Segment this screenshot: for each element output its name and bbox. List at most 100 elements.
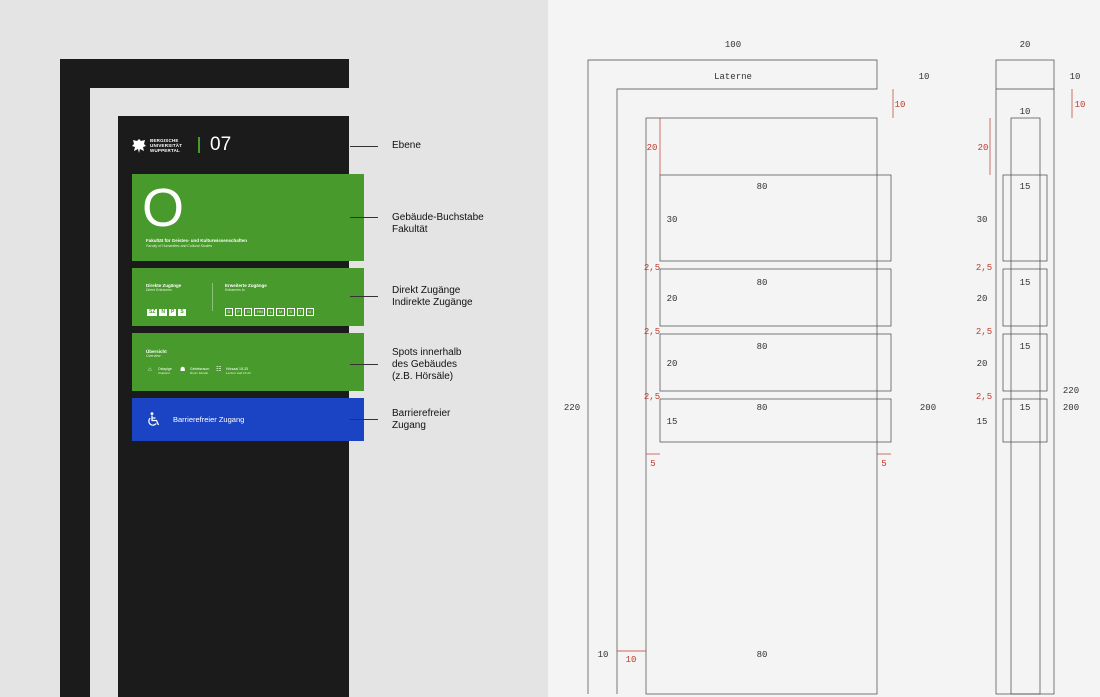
dim-side-body-height: 200 [1063,403,1079,413]
dim-top-thickness: 10 [919,72,930,82]
dim-top-gap: 10 [895,100,906,110]
dim-total-height: 220 [564,403,580,413]
leader-line [350,419,378,420]
dim-bottom-width: 80 [757,650,768,660]
dim-panel-4-height: 15 [667,417,678,427]
dim-side-panel-1-width: 15 [1020,182,1031,192]
front-panel-1 [659,174,892,262]
dim-edge-left: 5 [650,459,655,469]
overview-panel: Übersicht Overview ⌂ Ostspige Ostpiano ☗… [132,333,364,391]
extended-access-item: F [234,308,243,316]
accessible-label: Barrierefreier Zugang [173,415,245,424]
extended-access-item: G [244,308,253,316]
extended-access-item: M [276,308,285,316]
front-body-outline [645,117,878,695]
prayer-room-icon: ☗ [180,367,186,373]
overview-title: Übersicht [146,349,167,354]
dim-gap-1: 2,5 [644,263,660,273]
dim-side-top-thickness: 10 [1070,72,1081,82]
direct-access-subtitle: Direct Entrances [146,288,172,292]
side-panel-1 [1002,174,1048,262]
dim-front-width: 100 [725,40,741,50]
dim-panel-1-width: 80 [757,182,768,192]
dim-panel-1-height: 30 [667,215,678,225]
dim-panel-4-width: 80 [757,403,768,413]
extended-access-item: U [305,308,314,316]
wheelchair-icon [148,412,160,426]
dim-panel-3-height: 20 [667,359,678,369]
spot-subtitle: Room Mental [190,371,208,375]
dim-laterne: Laterne [714,72,752,82]
building-panel: O Fakultät für Geistes- und Kulturwissen… [132,174,364,261]
dim-side-panel-1-height: 30 [977,215,988,225]
overview-subtitle: Overview [146,354,161,358]
dim-side-gap-3: 2,5 [976,392,992,402]
front-lantern-outline [587,59,878,694]
extended-access-item: S [286,308,295,316]
dim-side-inner: 10 [1020,107,1031,117]
side-lantern-outline [995,59,1055,695]
spot-title: Gebetsraum [190,367,210,371]
faculty-name-en: Faculty of Humanities and Cultural Studi… [146,244,213,248]
dim-side-panel-2-width: 15 [1020,278,1031,288]
dim-side-gap-1: 2,5 [976,263,992,273]
dim-edge-right: 5 [881,459,886,469]
front-panel-2 [659,268,892,327]
dim-gap-2: 2,5 [644,327,660,337]
accessible-panel: Barrierefreier Zugang [132,398,364,441]
dim-side-top-gap: 10 [1075,100,1086,110]
side-panel-3 [1002,333,1048,392]
extended-access-item: L [267,308,275,316]
university-line-1: BERGISCHE [150,138,179,143]
side-panel-4 [1002,398,1048,443]
lecture-hall-icon: ☷ [216,367,222,373]
leader-line [350,296,378,297]
direct-access-item: P [169,309,177,316]
spot-title: Hörsaal 15-33 [226,367,248,371]
dim-panel-2-width: 80 [757,278,768,288]
access-divider [212,283,213,311]
dim-panel-2-height: 20 [667,294,678,304]
university-logo: BERGISCHE UNIVERSITÄT WUPPERTAL [132,137,202,155]
direct-access-item: SZ [147,309,158,316]
extended-access-item: HN [254,308,266,316]
dim-side-panel-4-height: 15 [977,417,988,427]
faculty-name-de: Fakultät für Geistes- und Kulturwissensc… [146,238,248,243]
extended-access-subtitle: Entrances to [225,288,245,292]
university-line-2: UNIVERSITÄT [150,143,183,148]
dim-leg-width: 10 [598,650,609,660]
front-panel-4 [659,398,892,443]
dim-panel-3-width: 80 [757,342,768,352]
dim-gap-3: 2,5 [644,392,660,402]
leader-line [350,364,378,365]
dim-top-margin: 20 [647,143,658,153]
label-ebene: Ebene [392,140,421,151]
dim-leg-red: 10 [626,655,637,665]
extended-access-item: D [225,308,233,316]
university-line-3: WUPPERTAL [150,148,180,153]
logo-divider [198,137,200,153]
extended-access-item: T [296,308,304,316]
direct-access-item: N [159,309,168,316]
leader-line [350,146,378,147]
dim-side-top-margin: 20 [978,143,989,153]
dim-side-panel-3-height: 20 [977,359,988,369]
level-number: 07 [210,134,232,155]
dim-body-height: 200 [920,403,936,413]
side-panel-2 [1002,268,1048,327]
stairs-icon: ⌂ [148,367,152,373]
front-panel-3 [659,333,892,392]
dim-side-panel-2-height: 20 [977,294,988,304]
dim-side-total-height: 220 [1063,386,1079,396]
dim-side-panel-3-width: 15 [1020,342,1031,352]
spot-subtitle: Lecture Hall 15-33 [226,371,251,375]
dim-side-width: 20 [1020,40,1031,50]
eagle-icon [132,139,146,153]
direct-access-item: S [178,309,186,316]
